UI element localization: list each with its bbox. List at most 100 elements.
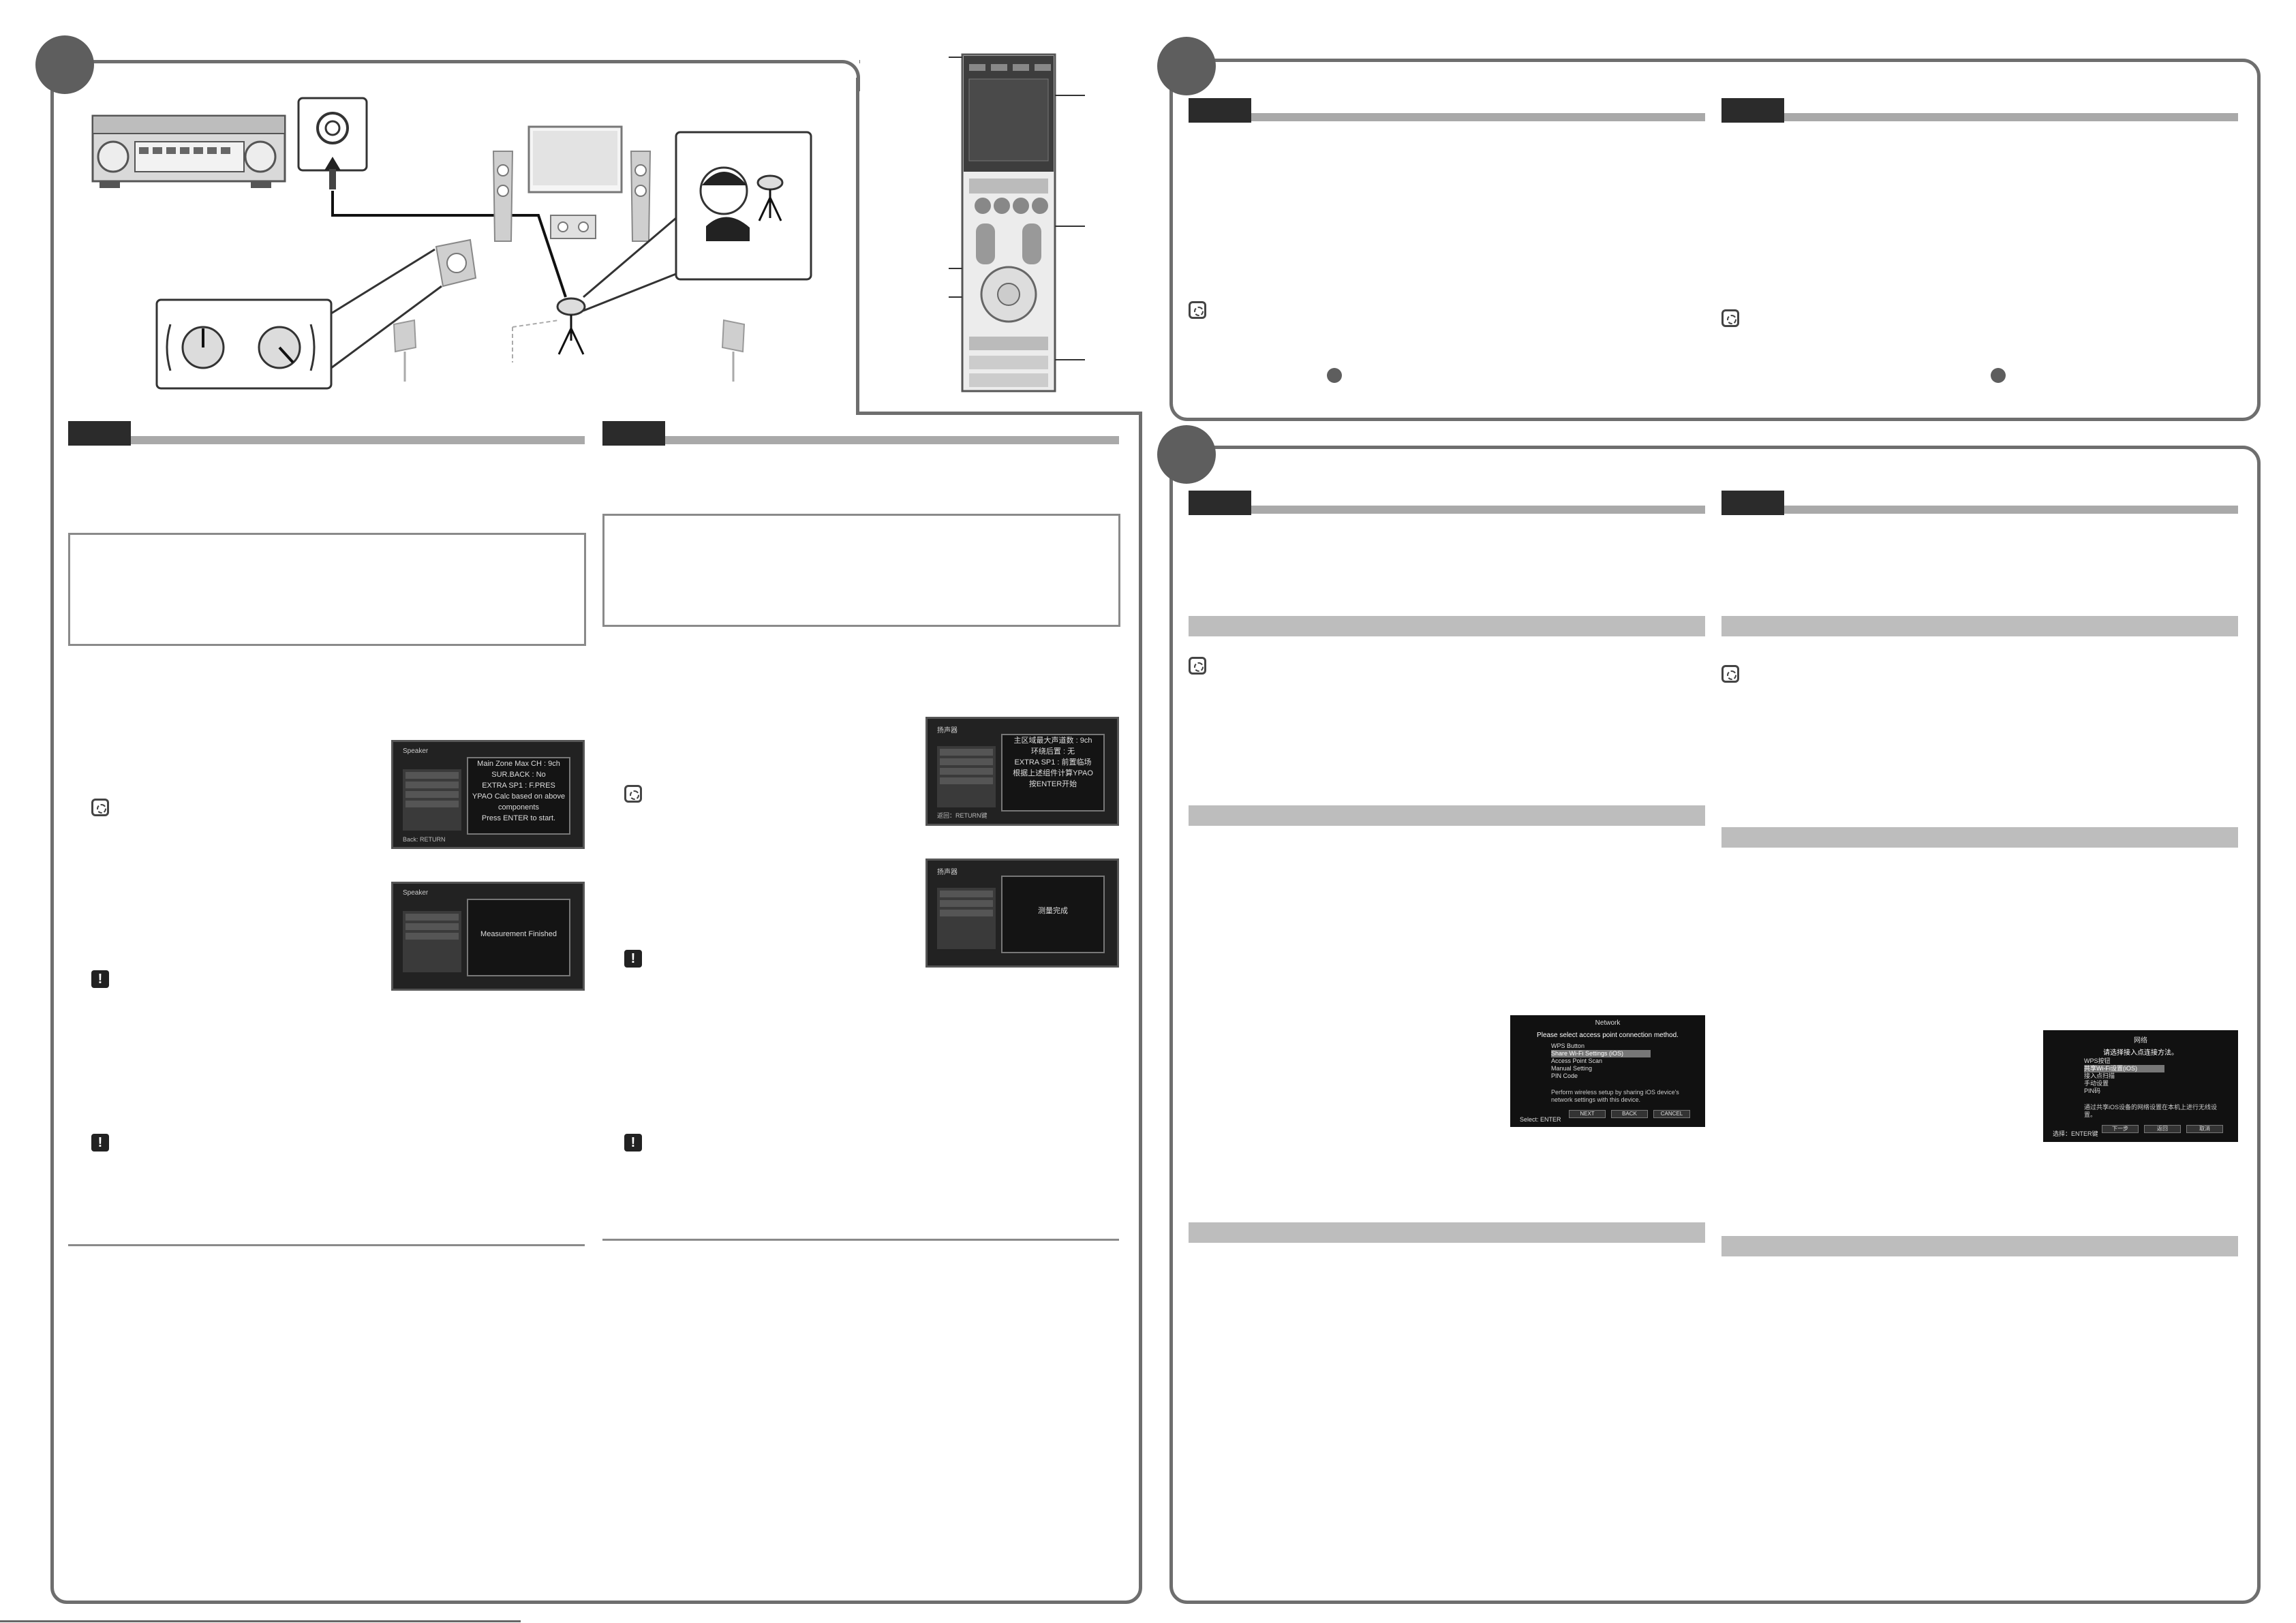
panel-step-3 (1169, 446, 2261, 1604)
network-title: Network (1595, 1019, 1621, 1027)
network-title: 网络 (2134, 1037, 2147, 1045)
center-speaker (550, 215, 596, 239)
next-button[interactable]: NEXT (1569, 1110, 1606, 1118)
screen-caption: Speaker (403, 889, 429, 897)
screen-line: 环绕后置 : 无 (1030, 747, 1075, 756)
screen-line: SUR.BACK : No (491, 771, 546, 779)
subsection-bar (1189, 805, 1705, 826)
screen-line: EXTRA SP1 : F.PRES (482, 782, 555, 790)
subsection-bar (1189, 1222, 1705, 1243)
back-button[interactable]: 返回 (2144, 1125, 2181, 1133)
note-box-1b (602, 514, 1120, 627)
menu-item (405, 772, 459, 779)
cancel-button[interactable]: CANCEL (1653, 1110, 1690, 1118)
screen-line: Press ENTER to start. (481, 814, 556, 822)
network-buttons: 下一步返回取消 (2102, 1122, 2229, 1134)
network-options: WPS Button Share Wi-Fi Settings (iOS) Ac… (1551, 1042, 1651, 1080)
screen-line: 主区域最大声道数 : 9ch (1013, 737, 1092, 745)
subsection-bar (1189, 616, 1705, 636)
screen-message: 测量完成 (1038, 907, 1068, 915)
screen-speaker-auto-setup: Speaker Main Zone Max CH : 9ch SUR.BACK … (391, 740, 585, 849)
network-buttons: NEXT BACK CANCEL (1569, 1107, 1696, 1119)
menu-item (940, 749, 993, 756)
step-dot-icon (1327, 368, 1342, 383)
network-option[interactable]: WPS Button (1551, 1042, 1585, 1049)
cancel-button[interactable]: 取消 (2186, 1125, 2223, 1133)
screen-menu (403, 911, 461, 972)
screen-caption: Speaker (403, 747, 429, 755)
network-options: WPS按钮 共享Wi-Fi设置(iOS) 接入点扫描 手动设置 PIN码 (2084, 1057, 2164, 1095)
section-end-rule-1a (68, 1244, 585, 1246)
network-option[interactable]: Access Point Scan (1551, 1057, 1603, 1064)
footer-rule (0, 1620, 521, 1622)
screen-line: Main Zone Max CH : 9ch (477, 760, 560, 768)
network-option[interactable]: 接入点扫描 (2084, 1072, 2115, 1079)
network-note: 通过共享iOS设备的网络设置在本机上进行无线设置。 (2084, 1104, 2218, 1118)
screen-menu (937, 746, 996, 807)
network-option[interactable]: WPS按钮 (2084, 1057, 2111, 1064)
step-badge-3 (1157, 425, 1216, 484)
subwoofer-illustration (435, 238, 477, 288)
screen-message: Measurement Finished (480, 930, 557, 938)
menu-item (940, 910, 993, 916)
screen-caption: 扬声器 (937, 869, 958, 876)
menu-item (940, 891, 993, 897)
panel-step-1-top-right (829, 60, 860, 91)
menu-item (940, 777, 993, 784)
warning-icon: ! (91, 970, 109, 988)
step-dot-icon (1991, 368, 2006, 383)
screen-caption: 扬声器 (937, 727, 958, 735)
warning-icon: ! (624, 1134, 642, 1151)
step-badge-2 (1157, 37, 1216, 95)
section-header-2a (1189, 98, 1705, 123)
setup-diagram (91, 97, 812, 390)
hint-icon (1189, 301, 1206, 319)
section-header-2b (1721, 98, 2238, 123)
warning-icon: ! (624, 950, 642, 968)
screen-main: Main Zone Max CH : 9ch SUR.BACK : No EXT… (467, 757, 570, 835)
hint-icon (1189, 657, 1206, 675)
network-option[interactable]: PIN码 (2084, 1087, 2101, 1094)
network-option-selected[interactable]: 共享Wi-Fi设置(iOS) (2084, 1065, 2164, 1072)
step-badge-1 (35, 35, 94, 94)
mic-jack-zoom (297, 97, 368, 189)
surround-right-speaker (721, 319, 746, 382)
next-button[interactable]: 下一步 (2102, 1125, 2139, 1133)
menu-item (405, 914, 459, 921)
network-status: Select: ENTER (1520, 1116, 1561, 1123)
receiver-illustration (91, 114, 286, 188)
listener-zoom (583, 131, 812, 312)
subsection-bar (1721, 1236, 2238, 1256)
front-left-speaker (492, 151, 514, 242)
screen-line: YPAO Calc based on above components (472, 792, 566, 812)
surround-left-speaker (393, 319, 417, 382)
back-button[interactable]: BACK (1611, 1110, 1648, 1118)
subwoofer-knob-zoom (155, 248, 442, 390)
screen-menu (937, 888, 996, 949)
network-option[interactable]: 手动设置 (2084, 1080, 2109, 1087)
hint-icon (1721, 309, 1739, 327)
panel-step-1-notch-bottom (856, 412, 1142, 415)
network-option[interactable]: Manual Setting (1551, 1065, 1593, 1072)
screen-network-zh: 网络 请选择接入点连接方法。 WPS按钮 共享Wi-Fi设置(iOS) 接入点扫… (2043, 1030, 2238, 1142)
menu-item (405, 933, 459, 940)
section-header-3a (1189, 491, 1705, 515)
screen-main: Measurement Finished (467, 899, 570, 976)
menu-item (405, 923, 459, 930)
hint-icon (91, 799, 109, 816)
screen-line: EXTRA SP1 : 前置临场 (1014, 758, 1092, 767)
tv-illustration (527, 125, 623, 194)
network-question: 请选择接入点连接方法。 (2103, 1049, 2178, 1057)
front-right-speaker (630, 151, 652, 242)
menu-item (940, 768, 993, 775)
section-end-rule-1b (602, 1239, 1119, 1241)
network-option[interactable]: PIN Code (1551, 1072, 1578, 1079)
menu-item (405, 791, 459, 798)
menu-item (405, 801, 459, 807)
screen-line: 按ENTER开始 (1028, 780, 1077, 788)
network-option-selected[interactable]: Share Wi-Fi Settings (iOS) (1551, 1050, 1651, 1057)
mic-cable (331, 191, 567, 298)
microphone-tripod (512, 297, 586, 362)
screen-main: 测量完成 (1001, 876, 1105, 953)
screen-measurement-finished: Speaker Measurement Finished (391, 882, 585, 991)
